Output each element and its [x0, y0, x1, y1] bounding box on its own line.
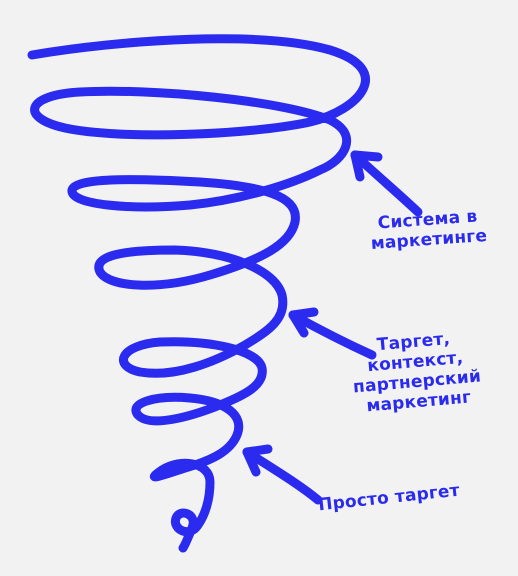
arrow-system [350, 150, 423, 217]
arrow-target [288, 307, 377, 360]
spiral-path [27, 34, 370, 553]
arrow-simple [242, 444, 323, 505]
label-target-context-partner: Таргет, контекст, партнерский маркетинг [349, 327, 484, 418]
label-system-in-marketing: Система в маркетинге [369, 206, 488, 254]
